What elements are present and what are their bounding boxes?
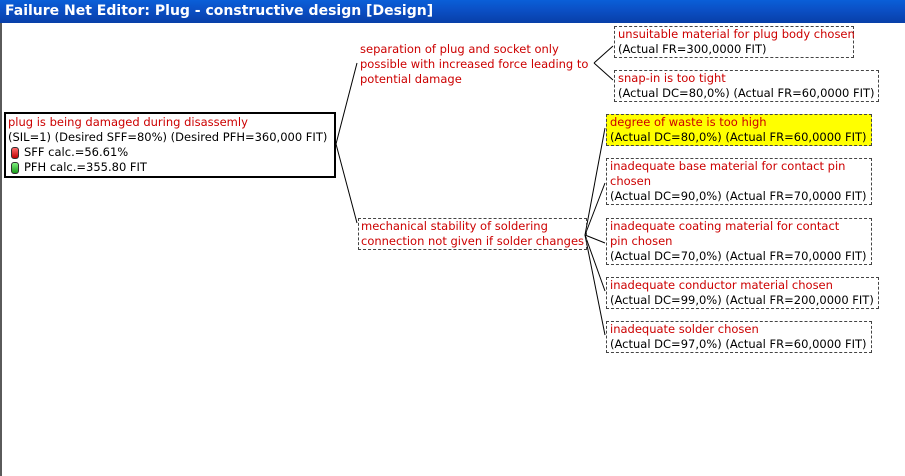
connector-root-cause-2 <box>335 143 358 224</box>
subcause-values: (Actual DC=80,0%) (Actual FR=60,0000 FIT… <box>618 86 875 100</box>
subcause-node-conductor-material[interactable]: inadequate conductor material chosen (Ac… <box>606 277 879 309</box>
connector-cause2-sub4 <box>584 182 606 236</box>
subcause-node-coating-material[interactable]: inadequate coating material for contact … <box>606 218 872 265</box>
subcause-values: (Actual DC=70,0%) (Actual FR=70,0000 FIT… <box>610 249 867 263</box>
subcause-values: (Actual FR=300,0000 FIT) <box>618 42 767 56</box>
sff-indicator: SFF calc.=56.61% <box>8 145 332 160</box>
cause-line: connection not given if solder changes <box>361 234 585 248</box>
subcause-values: (Actual DC=90,0%) (Actual FR=70,0000 FIT… <box>610 189 867 203</box>
cause-node-separation[interactable]: separation of plug and socket only possi… <box>360 42 588 87</box>
window-titlebar[interactable]: Failure Net Editor: Plug - constructive … <box>0 0 905 23</box>
connector-cause2-sub6 <box>584 234 606 292</box>
cause-line: mechanical stability of soldering <box>361 219 548 233</box>
window-title: Failure Net Editor: Plug - constructive … <box>5 3 434 19</box>
root-failure-title: plug is being damaged during disassemly <box>8 115 248 129</box>
connector-cause1-sub1 <box>593 45 614 64</box>
subcause-title: inadequate solder chosen <box>610 322 759 336</box>
cause-line: separation of plug and socket only <box>360 42 559 56</box>
cause-line: potential damage <box>360 72 462 86</box>
subcause-values: (Actual DC=97,0%) (Actual FR=60,0000 FIT… <box>610 337 867 351</box>
connector-root-cause-1 <box>335 62 358 145</box>
subcause-title: inadequate conductor material chosen <box>610 278 833 292</box>
subcause-title: snap-in is too tight <box>618 71 726 85</box>
connector-cause2-sub3 <box>584 127 606 236</box>
cause-line: possible with increased force leading to <box>360 57 589 71</box>
cause-node-mechanical-stability[interactable]: mechanical stability of soldering connec… <box>358 218 588 250</box>
subcause-values: (Actual DC=80,0%) (Actual FR=60,0000 FIT… <box>610 130 867 144</box>
subcause-title: inadequate base material for contact pin <box>610 159 846 173</box>
connector-cause2-sub5 <box>584 234 606 244</box>
sff-calc-label: SFF calc.=56.61% <box>24 145 129 159</box>
subcause-node-solder[interactable]: inadequate solder chosen (Actual DC=97,0… <box>606 321 872 353</box>
subcause-title: inadequate coating material for contact <box>610 219 840 233</box>
subcause-node-snap-in[interactable]: snap-in is too tight (Actual DC=80,0%) (… <box>614 70 879 102</box>
subcause-title-cont: pin chosen <box>610 234 673 248</box>
root-failure-node[interactable]: plug is being damaged during disassemly … <box>4 112 336 178</box>
failure-net-canvas[interactable]: plug is being damaged during disassemly … <box>0 23 905 476</box>
root-failure-details: (SIL=1) (Desired SFF=80%) (Desired PFH=3… <box>8 130 328 144</box>
connector-cause1-sub2 <box>593 62 614 81</box>
subcause-node-plug-body-material[interactable]: unsuitable material for plug body chosen… <box>614 26 855 58</box>
subcause-title-cont: chosen <box>610 174 652 188</box>
subcause-node-degree-of-waste[interactable]: degree of waste is too high (Actual DC=8… <box>606 114 872 146</box>
subcause-node-base-material[interactable]: inadequate base material for contact pin… <box>606 158 872 205</box>
connector-cause2-sub7 <box>584 234 606 336</box>
subcause-values: (Actual DC=99,0%) (Actual FR=200,0000 FI… <box>610 293 874 307</box>
green-traffic-light-icon <box>11 161 19 174</box>
pfh-calc-label: PFH calc.=355.80 FIT <box>24 160 147 174</box>
subcause-title: degree of waste is too high <box>610 115 767 129</box>
subcause-title: unsuitable material for plug body chosen <box>618 27 855 41</box>
connector-lines <box>335 45 614 336</box>
pfh-indicator: PFH calc.=355.80 FIT <box>8 160 332 175</box>
red-traffic-light-icon <box>11 146 19 159</box>
